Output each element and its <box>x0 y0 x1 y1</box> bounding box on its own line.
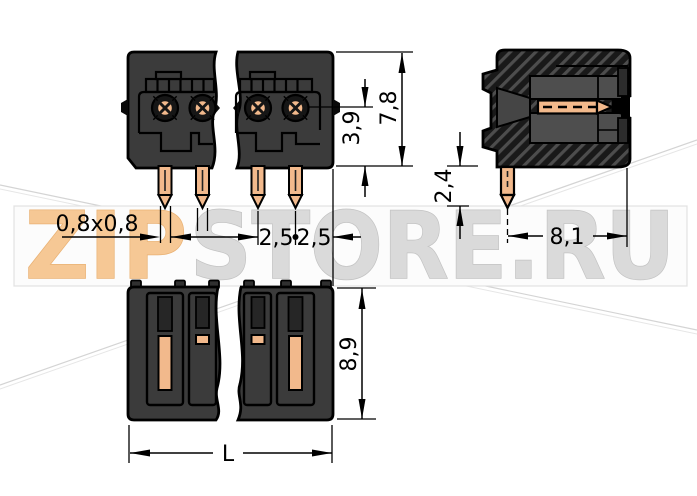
label-body-height: 8,9 <box>337 337 362 372</box>
front-view <box>121 50 340 211</box>
dimension-annotations <box>62 51 628 463</box>
left-latch-nub <box>121 99 128 116</box>
watermark-band-background <box>13 205 688 287</box>
watermark-text-store-ru: STORE.RU <box>190 192 675 300</box>
watermark-band: ZIP STORE.RU <box>13 191 688 301</box>
label-pitch-b: 2,5 <box>297 226 332 251</box>
label-pin-length: 2,4 <box>432 169 457 204</box>
side-view <box>481 48 632 211</box>
side-contact-pin <box>536 97 630 117</box>
label-pitch-a: 2,5 <box>259 226 294 251</box>
socket-contacts <box>150 93 310 123</box>
label-length: L <box>222 442 235 467</box>
front-face-left <box>137 70 216 153</box>
front-solder-pins <box>156 165 304 211</box>
label-inner-height: 3,9 <box>340 111 365 146</box>
side-face-wedge <box>496 86 531 129</box>
watermark-text-zip: ZIP <box>25 192 187 300</box>
bottom-copper-contacts <box>157 334 303 391</box>
side-cavity-bottom <box>529 112 623 144</box>
bottom-view <box>126 279 335 422</box>
side-cavity-top <box>529 75 623 100</box>
bottom-channel-slots <box>157 296 304 332</box>
label-pin-square: 0,8x0,8 <box>56 212 139 237</box>
side-solder-pin <box>499 165 516 211</box>
bottom-channels <box>145 291 316 407</box>
label-total-height: 7,8 <box>377 91 402 126</box>
label-depth: 8,1 <box>550 225 585 250</box>
dimension-labels: 0,8x0,8 2,5 2,5 3,9 7,8 2,4 8,1 8,9 L <box>56 91 585 468</box>
front-face-right <box>234 70 322 153</box>
